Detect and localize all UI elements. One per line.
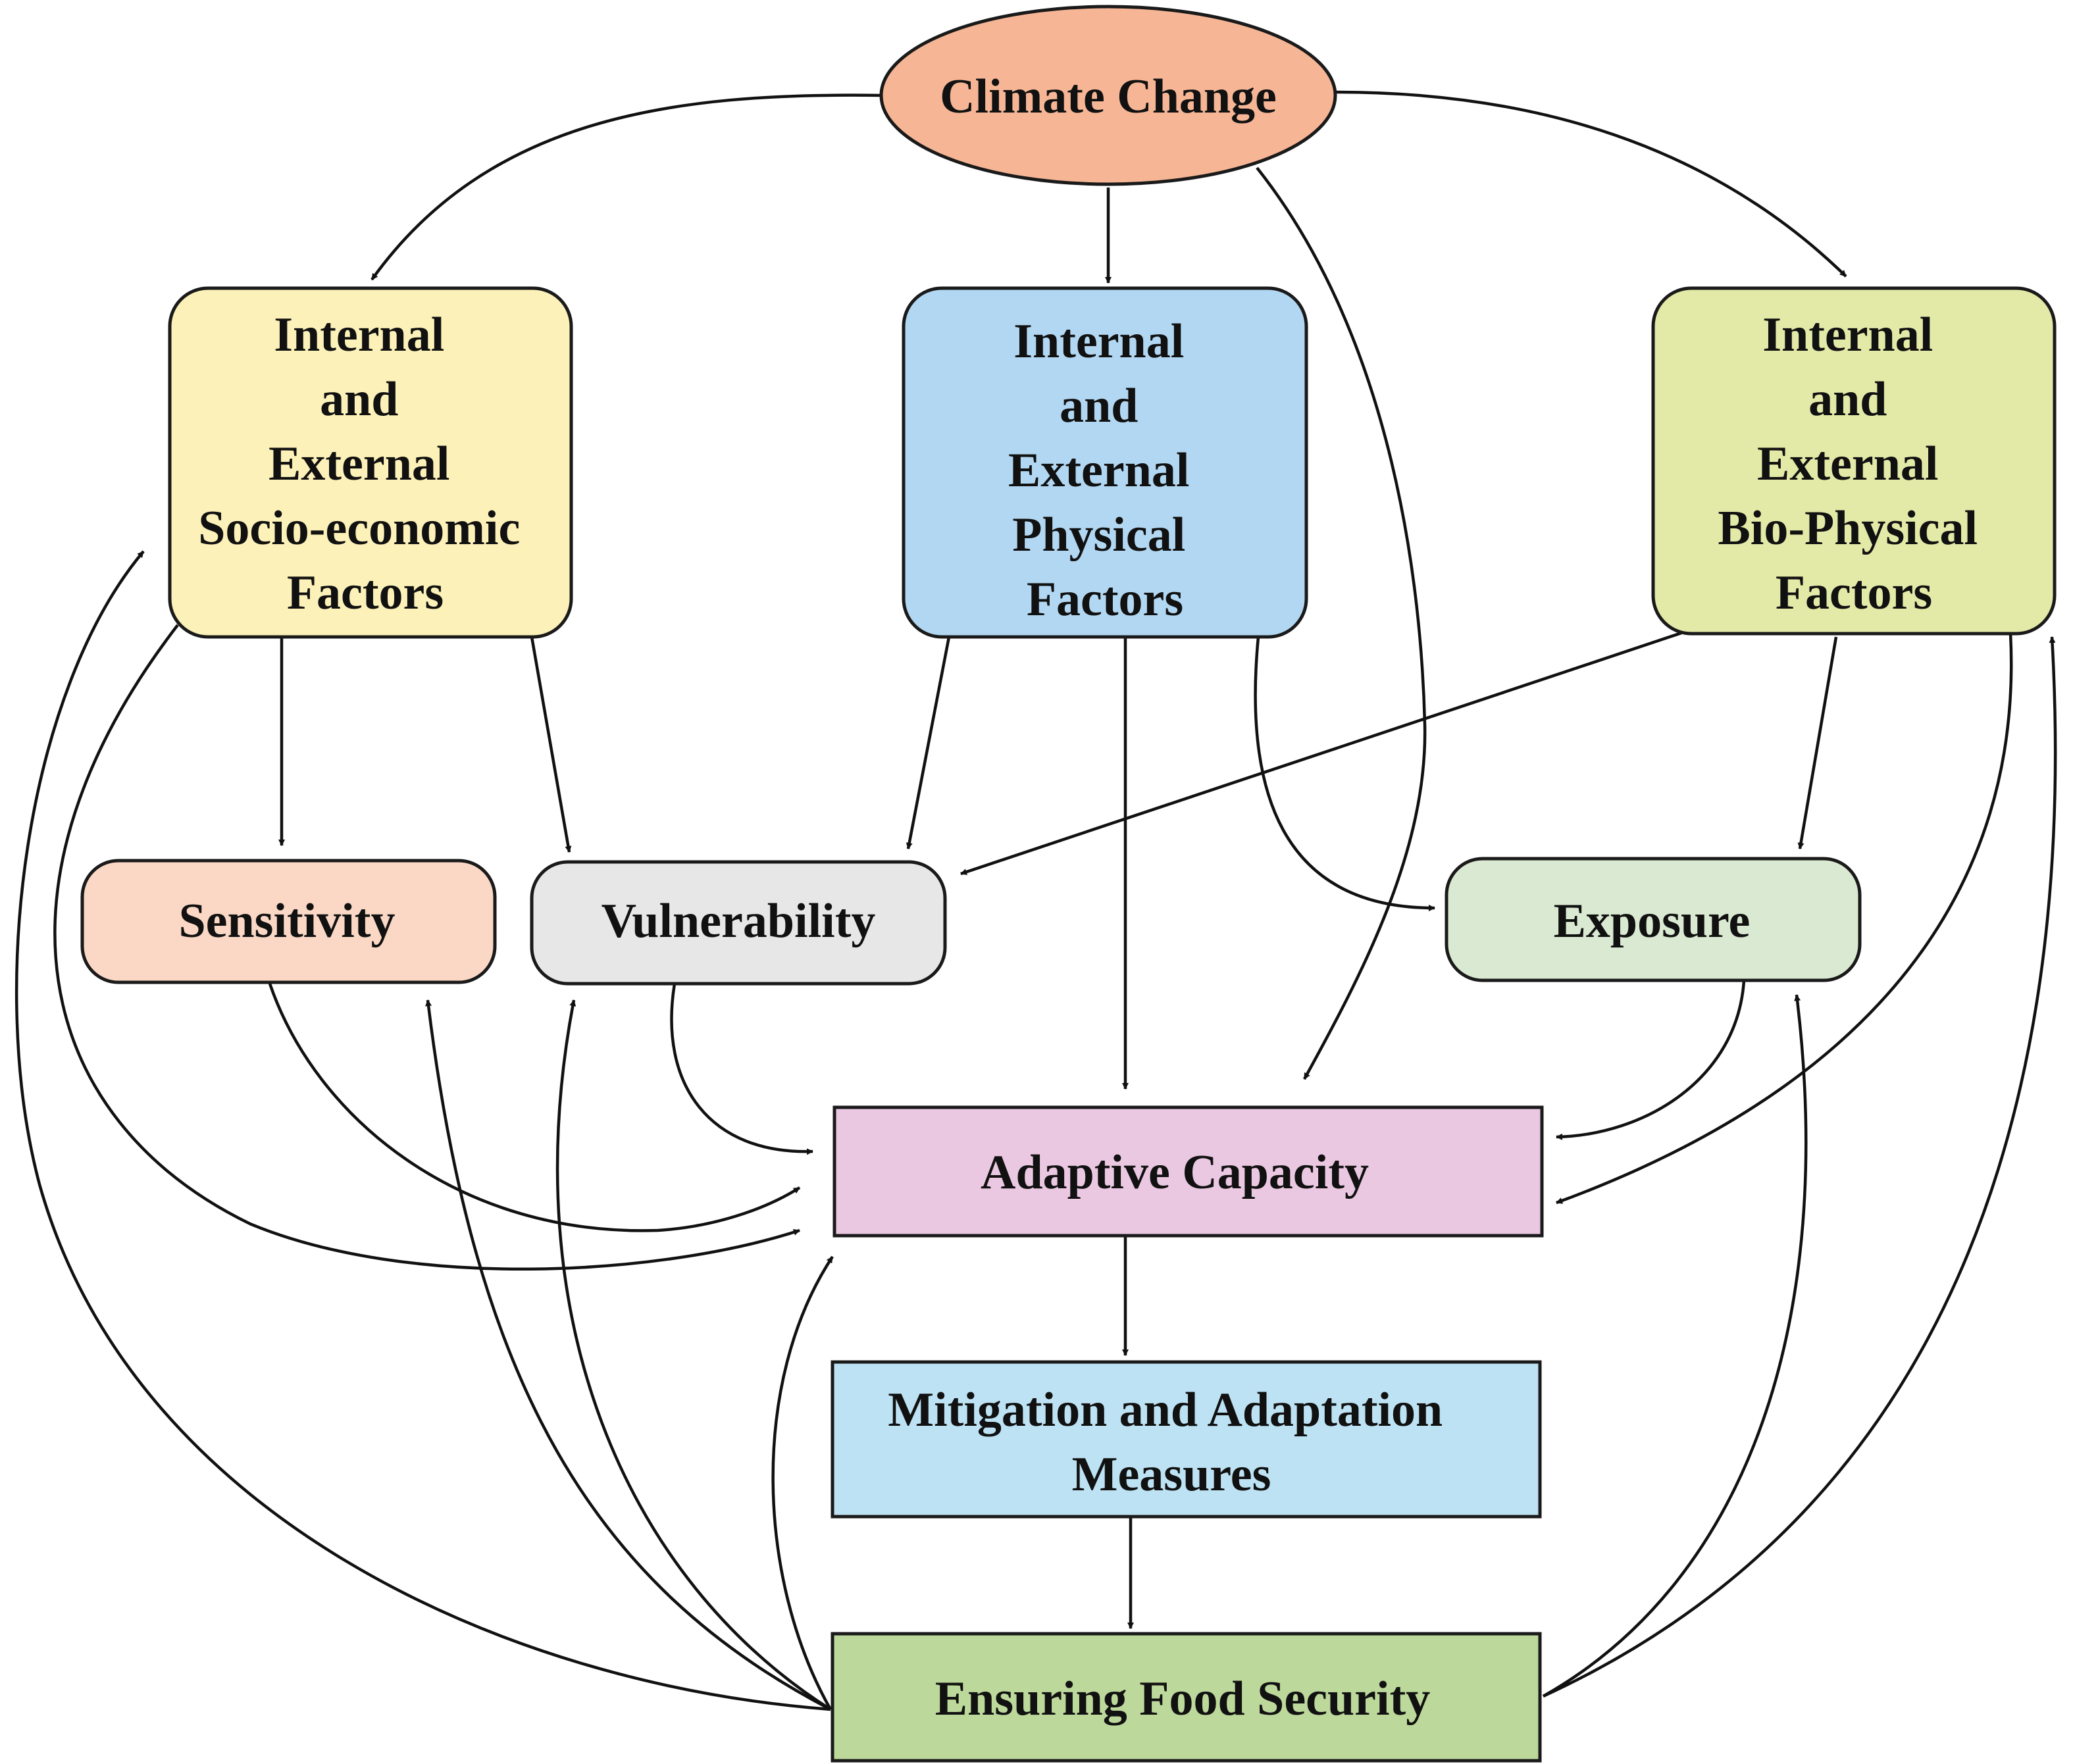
node-exposure: Exposure bbox=[1445, 857, 1862, 982]
edge-bio-physical-to-exposure bbox=[1797, 636, 1838, 849]
node-socio-economic-label-line: Internal bbox=[274, 308, 444, 362]
svg-text:Internal and E: Internal and External Physical Factors bbox=[1008, 315, 1202, 626]
edge-climate-to-socio-economic bbox=[371, 93, 883, 281]
node-adaptive-capacity: Adaptive Capacity bbox=[832, 1105, 1544, 1238]
svg-text:Adaptive Capacity: Adaptive Capacity bbox=[981, 1146, 1369, 1199]
node-mitigation-label-line: Measures bbox=[1072, 1448, 1271, 1501]
edge-food-security-to-sensitivity bbox=[425, 999, 832, 1711]
node-mitigation-and-adaptation-measures: Mitigation and Adaptation Measures bbox=[831, 1360, 1542, 1519]
node-bio-physical-factors: Internal and External Bio-Physical Facto… bbox=[1651, 286, 2057, 636]
node-sensitivity-label-line: Sensitivity bbox=[179, 894, 396, 948]
node-adaptive-capacity-label-line: Adaptive Capacity bbox=[981, 1146, 1369, 1199]
node-socio-economic-label-line: Socio-economic bbox=[198, 501, 520, 555]
svg-text:Internal and E: Internal and External Bio-Physical Facto… bbox=[1718, 308, 1989, 620]
edge-physical-to-exposure bbox=[1254, 636, 1435, 911]
svg-text:Ensuring Food Security: Ensuring Food Security bbox=[935, 1672, 1430, 1726]
node-ensuring-food-security: Ensuring Food Security bbox=[831, 1632, 1542, 1763]
edge-exposure-to-adaptive-capacity bbox=[1556, 980, 1746, 1140]
svg-text:Vulnerability: Vulnerability bbox=[601, 894, 876, 948]
edge-food-security-to-vulnerability bbox=[555, 999, 832, 1711]
edge-sensitivity-to-adaptive-capacity bbox=[268, 983, 801, 1232]
edges-layer bbox=[14, 90, 2057, 1711]
edge-physical-to-vulnerability bbox=[906, 636, 951, 849]
edge-socio-economic-to-adaptive-capacity bbox=[53, 624, 800, 1271]
edge-climate-to-bio-physical bbox=[1335, 90, 1847, 278]
edge-socio-economic-to-vulnerability bbox=[530, 636, 572, 853]
node-food-security-label-line: Ensuring Food Security bbox=[935, 1672, 1430, 1726]
edge-vulnerability-to-adaptive-capacity bbox=[670, 983, 813, 1155]
edge-climate-to-adaptive-capacity bbox=[1256, 166, 1427, 1080]
svg-text:Internal and E: Internal and External Socio-economic Fac… bbox=[198, 308, 532, 620]
node-physical-label-line: Internal bbox=[1013, 315, 1184, 368]
edge-food-security-to-bio-physical bbox=[1543, 636, 2057, 1698]
node-socio-economic-factors: Internal and External Socio-economic Fac… bbox=[168, 286, 573, 639]
node-socio-economic-label-line: External bbox=[269, 437, 449, 491]
node-bio-physical-label-line: Internal bbox=[1762, 308, 1933, 362]
edge-food-security-to-exposure bbox=[1542, 994, 1808, 1698]
node-bio-physical-label-line: External bbox=[1757, 437, 1938, 491]
node-socio-economic-label-line: and bbox=[320, 372, 398, 426]
svg-text:Mitigation and Adaptation: Mitigation and Adaptation Measures bbox=[888, 1383, 1454, 1501]
node-physical-factors: Internal and External Physical Factors bbox=[902, 286, 1308, 639]
edge-food-security-to-socio-economic bbox=[14, 550, 831, 1711]
node-mitigation-label-line: Mitigation and Adaptation bbox=[888, 1383, 1443, 1437]
node-physical-label-line: Factors bbox=[1027, 572, 1183, 626]
edge-bio-physical-to-adaptive-capacity bbox=[1556, 632, 2013, 1205]
node-sensitivity: Sensitivity bbox=[80, 859, 497, 984]
svg-text:Climate Change: Climate Change bbox=[940, 70, 1277, 124]
node-vulnerability: Vulnerability bbox=[530, 860, 947, 986]
node-climate-change: Climate Change bbox=[879, 5, 1337, 186]
node-bio-physical-label-line: Bio-Physical bbox=[1718, 501, 1978, 555]
svg-text:Sensitivity: Sensitivity bbox=[179, 894, 396, 948]
node-vulnerability-label-line: Vulnerability bbox=[601, 894, 876, 948]
edge-food-security-to-adaptive-capacity bbox=[771, 1255, 834, 1711]
node-physical-label-line: and bbox=[1060, 379, 1138, 433]
nodes-layer: Climate Change Internal and External Soc… bbox=[80, 5, 2057, 1763]
edge-bio-physical-to-vulnerability bbox=[960, 631, 1682, 876]
node-exposure-label-line: Exposure bbox=[1554, 894, 1751, 948]
node-bio-physical-label-line: and bbox=[1808, 372, 1887, 426]
node-climate-change-label-line: Climate Change bbox=[940, 70, 1277, 124]
node-bio-physical-label-line: Factors bbox=[1776, 566, 1932, 620]
node-socio-economic-label-line: Factors bbox=[287, 566, 444, 620]
node-physical-label-line: Physical bbox=[1012, 508, 1185, 562]
svg-text:Exposure: Exposure bbox=[1554, 894, 1751, 948]
node-physical-label-line: External bbox=[1008, 443, 1189, 497]
